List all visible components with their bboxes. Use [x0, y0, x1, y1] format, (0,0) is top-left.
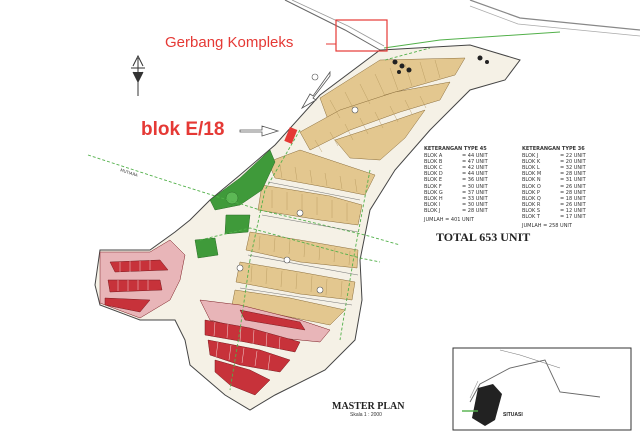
legend-block-name: BLOK T [522, 214, 540, 221]
entrance-road [284, 0, 381, 51]
legend-unit-count: = 30 UNIT [462, 201, 488, 208]
legend-type36-title: KETERANGAN TYPE 36 [522, 146, 585, 152]
legend-block-name: BLOK P [522, 189, 540, 196]
legend-row: BLOK M = 28 UNIT [522, 171, 586, 177]
legend-block-name: BLOK E [424, 177, 443, 184]
blok-arrow [239, 125, 280, 137]
type36-blocks [99, 239, 331, 396]
entrance-road-edge [291, 0, 385, 47]
legend-type45-total: JUMLAH = 401 UNIT [424, 217, 474, 224]
legend-unit-count: = 44 UNIT [462, 153, 488, 160]
legend-row: BLOK B = 47 UNIT [424, 159, 488, 165]
legend-unit-count: = 17 UNIT [560, 214, 586, 221]
legend-type45-title: KETERANGAN TYPE 45 [424, 146, 487, 152]
legend-row: BLOK L = 32 UNIT [522, 165, 586, 171]
legend-row: BLOK F = 30 UNIT [424, 184, 488, 190]
north-arrow-icon [131, 54, 145, 96]
gate-highlight-box [335, 19, 388, 52]
legend-row: BLOK Q = 18 UNIT [522, 196, 586, 202]
legend-unit-count: = 44 UNIT [462, 171, 488, 178]
situasi-label: SITUASI [503, 412, 523, 418]
legend-row: BLOK S = 12 UNIT [522, 208, 586, 214]
legend-row: BLOK K = 20 UNIT [522, 159, 586, 165]
legend-row: BLOK C = 42 UNIT [424, 165, 488, 171]
legend-block-name: BLOK G [424, 189, 443, 196]
house-hatching-36 [117, 260, 281, 371]
house-hatching-45 [250, 59, 441, 298]
legend-unit-count: = 28 UNIT [462, 207, 488, 214]
legend-block-name: BLOK O [522, 183, 541, 190]
legend-row: BLOK O = 26 UNIT [522, 184, 586, 190]
legend-unit-count: = 36 UNIT [462, 177, 488, 184]
legend-block-name: BLOK J [522, 153, 539, 160]
legend-type36-total: JUMLAH = 258 UNIT [522, 223, 572, 230]
block-label: blok E/18 [141, 119, 225, 140]
legend-block-name: BLOK M [522, 171, 542, 178]
legend-row: BLOK J = 28 UNIT [424, 208, 488, 214]
legend-block-name: BLOK R [522, 201, 541, 208]
legend-unit-count: = 32 UNIT [560, 165, 586, 172]
legend-unit-count: = 28 UNIT [560, 171, 586, 178]
legend-block-name: BLOK I [424, 201, 441, 208]
legend-row: BLOK R = 26 UNIT [522, 202, 586, 208]
legend-block-name: BLOK F [424, 183, 442, 190]
legend-block-name: BLOK A [424, 153, 443, 160]
legend-unit-count: = 33 UNIT [462, 195, 488, 202]
legend-row: BLOK I = 30 UNIT [424, 202, 488, 208]
green-spaces [194, 149, 276, 259]
legend-block-name: BLOK B [424, 159, 443, 166]
internal-roads [87, 47, 431, 391]
legend-block-name: BLOK N [522, 177, 541, 184]
legend-row: BLOK E = 36 UNIT [424, 177, 488, 183]
legend-row: BLOK H = 33 UNIT [424, 196, 488, 202]
legend-row: BLOK P = 28 UNIT [522, 190, 586, 196]
legend-row: BLOK T = 17 UNIT [522, 214, 586, 220]
legend-block-name: BLOK D [424, 171, 443, 178]
legend-block-name: BLOK H [424, 195, 443, 202]
site-boundary [94, 44, 521, 411]
situasi-inset [452, 347, 632, 431]
legend-unit-count: = 20 UNIT [560, 159, 586, 166]
legend-block-name: BLOK J [424, 207, 441, 214]
legend-block-name: BLOK C [424, 165, 443, 172]
legend-unit-count: = 22 UNIT [560, 153, 586, 160]
legend-unit-count: = 42 UNIT [462, 165, 488, 172]
legend-block-name: BLOK Q [522, 195, 541, 202]
legend-row: BLOK J = 22 UNIT [522, 153, 586, 159]
gate-label: Gerbang Kompleks [165, 34, 294, 51]
master-plan-scale: Skala 1 : 2000 [350, 412, 382, 418]
legend-unit-count: = 12 UNIT [560, 207, 586, 214]
roundabouts [236, 73, 359, 294]
legend-unit-count: = 30 UNIT [462, 183, 488, 190]
green-road-top [383, 31, 561, 49]
legend-unit-count: = 28 UNIT [560, 189, 586, 196]
legend-row: BLOK A = 44 UNIT [424, 153, 488, 159]
external-road-edge [469, 5, 640, 37]
legend-unit-count: = 31 UNIT [560, 177, 586, 184]
legend-unit-count: = 37 UNIT [462, 189, 488, 196]
total-units: TOTAL 653 UNIT [436, 230, 531, 244]
road-edges [239, 181, 361, 306]
legend-block-name: BLOK S [522, 207, 541, 214]
legend-row: BLOK D = 44 UNIT [424, 171, 488, 177]
legend-row: BLOK N = 31 UNIT [522, 177, 586, 183]
gate-trees [392, 55, 489, 74]
legend-unit-count: = 18 UNIT [560, 195, 586, 202]
legend-unit-count: = 26 UNIT [560, 201, 586, 208]
master-plan-title: MASTER PLAN [332, 401, 405, 412]
gate-arrow [300, 70, 331, 110]
legend-block-name: BLOK K [522, 159, 541, 166]
legend-unit-count: = 26 UNIT [560, 183, 586, 190]
legend-unit-count: = 47 UNIT [462, 159, 488, 166]
legend-block-name: BLOK L [522, 165, 540, 172]
legend-row: BLOK G = 37 UNIT [424, 190, 488, 196]
blok-e18-highlight [284, 127, 298, 144]
external-road [469, 0, 640, 31]
